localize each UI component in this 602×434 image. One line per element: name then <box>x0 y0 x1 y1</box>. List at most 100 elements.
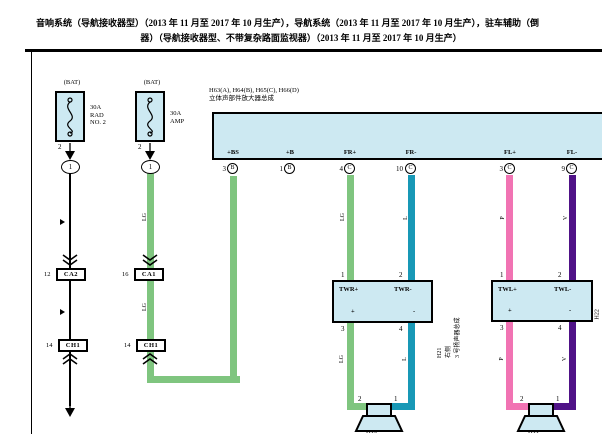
tweeter-right-box: TWR+ TWR- + - <box>332 280 433 323</box>
twr-pin1: 1 <box>341 271 345 279</box>
wire-black-rad <box>69 172 71 406</box>
amp-box <box>212 112 602 160</box>
wire-pink-twl-out <box>506 322 513 410</box>
twl-pin1: 1 <box>500 271 504 279</box>
node-circle-rad: 1 <box>61 160 80 174</box>
fuse-rad-label: 30A RAD NO. 2 <box>90 104 106 126</box>
arrow-down-icon <box>65 143 75 160</box>
connector-ch1a: CH1 <box>58 339 88 352</box>
wire-green-bs <box>229 176 237 383</box>
fuse-rad-box <box>55 91 85 142</box>
wire-marker-icon <box>60 219 65 225</box>
amp-title: H63(A), H64(B), H65(C), H66(D) 立体声部件放大器总… <box>209 87 299 102</box>
header-divider <box>25 49 602 52</box>
amp-pin-circle-flp: C <box>504 163 515 174</box>
wire-color-label-l: L <box>403 216 409 220</box>
twl-out-minus: - <box>569 307 572 314</box>
wire-color-label-p: P <box>500 216 506 220</box>
amp-pin-num-flp: 3 <box>499 165 504 173</box>
connector-ch1b-pin: 14 <box>124 342 131 349</box>
connector-ca2: CA2 <box>56 268 86 281</box>
speaker-fl-pin-right: 1 <box>556 395 560 403</box>
fuse-amp-box <box>135 91 165 142</box>
header-title-line1: 音响系统（导航接收器型）（2013 年 11 月至 2017 年 10 月生产）… <box>36 18 540 28</box>
amp-pin-num-b: 1 <box>279 165 284 173</box>
amp-pin-num-bs: 3 <box>222 165 227 173</box>
amp-pin-circle-flm: C <box>566 163 577 174</box>
amp-pin-label-bs: +BS <box>227 149 239 156</box>
wire-color-label-lg: LG <box>142 213 148 221</box>
twr-pin2: 2 <box>399 271 403 279</box>
speaker-icon <box>354 403 404 432</box>
fuse-amp-bat-label: (BAT) <box>143 79 161 86</box>
speaker-icon <box>516 403 566 432</box>
speaker-fl-pin-left: 2 <box>520 395 524 403</box>
amp-pin-num-frp: 4 <box>339 165 344 173</box>
amp-pin-label-frp: FR+ <box>343 149 357 156</box>
twr-pin4: 4 <box>399 325 403 333</box>
wire-color-label-lg: LG <box>339 355 345 363</box>
wire-color-label-l: L <box>402 357 408 361</box>
wire-color-label-v: V <box>562 356 568 362</box>
wire-blue-twr-out <box>407 323 415 410</box>
twr-out-plus: + <box>351 308 355 315</box>
wire-green-frp <box>346 175 354 281</box>
chevron-up-icon <box>62 353 78 365</box>
twl-pin2: 2 <box>558 271 562 279</box>
amp-pin-circle-frm: C <box>405 163 416 174</box>
amp-pin-circle-bs: B <box>227 163 238 174</box>
connector-ca1-pin: 16 <box>122 271 129 278</box>
chevron-up-icon <box>142 353 158 365</box>
amp-pin-label-frm: FR- <box>405 149 417 156</box>
twr-pin3: 3 <box>341 325 345 333</box>
connector-ch1a-pin: 14 <box>46 342 53 349</box>
wire-green-twr-out <box>346 323 354 410</box>
twl-pin4: 4 <box>558 324 562 332</box>
twl-in-plus: TWL+ <box>498 286 517 293</box>
wire-color-label-lg: LG <box>340 213 346 221</box>
fuse-squiggle-icon <box>147 97 153 137</box>
chevron-down-icon <box>62 254 78 266</box>
fuse-amp-label: 30A AMP <box>170 110 185 125</box>
amp-pin-num-frm: 10 <box>396 165 403 173</box>
chevron-down-icon <box>142 254 158 266</box>
amp-pin-circle-b: B <box>284 163 295 174</box>
wire-violet-to-h11 <box>552 403 576 410</box>
amp-pin-circle-frp: C <box>344 163 355 174</box>
twl-in-minus: TWL- <box>554 286 572 293</box>
speaker-fr-pin-left: 2 <box>358 395 362 403</box>
wire-violet-flm <box>568 175 576 281</box>
amp-pin-label-b: +B <box>285 149 295 156</box>
twl-pin3: 3 <box>500 324 504 332</box>
tweeter-left-name: H22 <box>594 309 601 320</box>
arrow-down-icon <box>145 143 155 160</box>
fuse-amp-pin: 2 <box>138 143 142 151</box>
fuse-rad-pin: 2 <box>58 143 62 151</box>
twl-out-plus: + <box>508 307 512 314</box>
arrow-down-icon <box>65 402 75 417</box>
connector-ca1: CA1 <box>134 268 164 281</box>
twr-out-minus: - <box>413 308 416 315</box>
node-circle-amp: 1 <box>141 160 160 174</box>
twr-in-plus: TWR+ <box>339 286 359 293</box>
fuse-rad-bat-label: (BAT) <box>63 79 81 86</box>
wire-color-label-p: P <box>499 357 505 361</box>
amp-pin-num-flm: 9 <box>561 165 566 173</box>
page-left-border <box>31 52 32 434</box>
fuse-squiggle-icon <box>67 97 73 137</box>
amp-pin-label-flm: FL- <box>566 149 578 156</box>
wire-violet-twl-out <box>568 322 576 410</box>
tweeter-left-box: TWL+ TWL- + - <box>491 280 593 322</box>
speaker-fr-pin-right: 1 <box>394 395 398 403</box>
amp-pin-label-flp: FL+ <box>503 149 516 156</box>
wire-blue-to-h10 <box>390 403 415 410</box>
wire-green-to-h10 <box>346 403 373 410</box>
connector-ch1b: CH1 <box>136 339 166 352</box>
wire-marker-icon <box>60 309 65 315</box>
wire-blue-frm <box>407 175 415 281</box>
wire-color-label-v: V <box>563 215 569 221</box>
connector-ca2-pin: 12 <box>44 271 51 278</box>
tweeter-right-name: H21 右侧 3 号扬声器总成 <box>437 317 461 358</box>
wire-green-horizontal <box>146 376 240 383</box>
